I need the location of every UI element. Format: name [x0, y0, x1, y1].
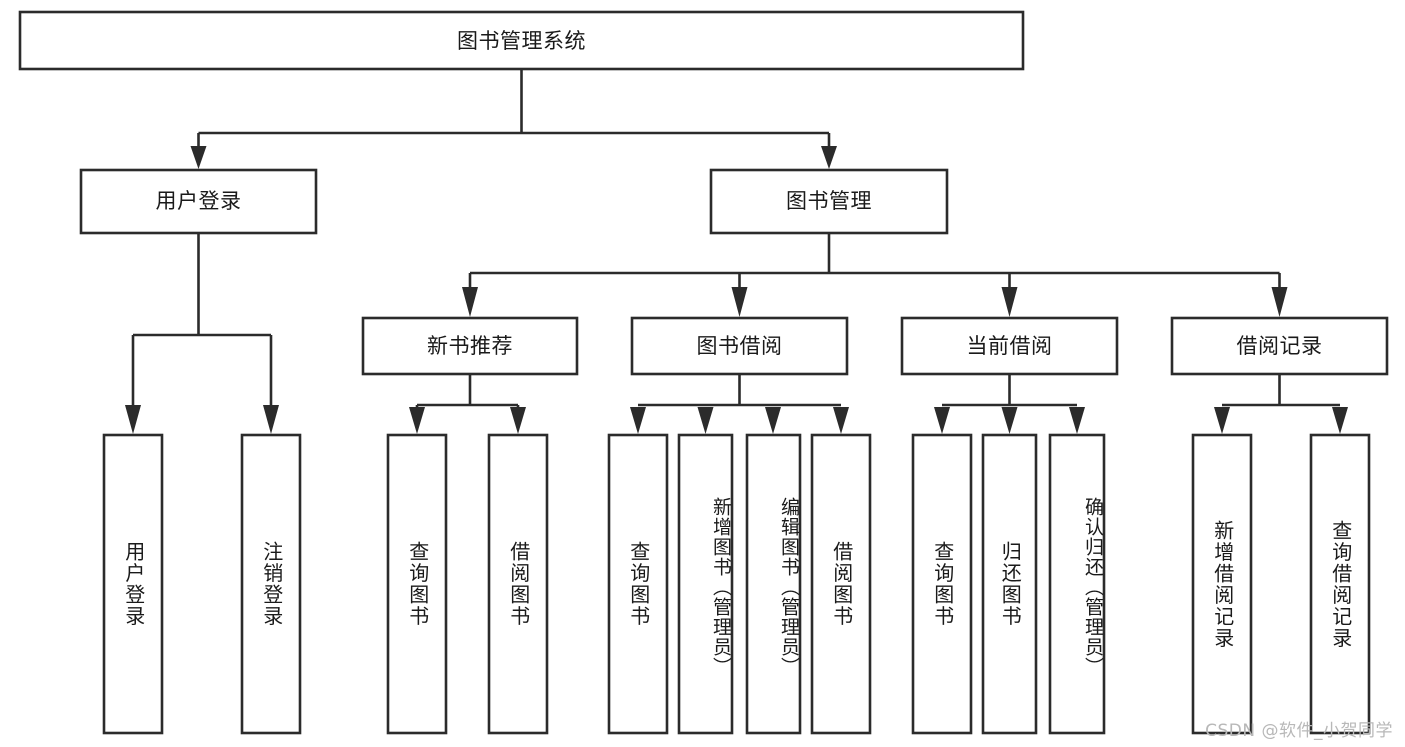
- arrowhead-new-book: [462, 287, 478, 317]
- node-leaf-confirm-return-box[interactable]: [1048, 433, 1106, 735]
- node-user-login-box[interactable]: [79, 168, 318, 235]
- csdn-watermark: CSDN @软件_小贺同学: [1205, 721, 1393, 741]
- node-leaf-query-book-1-box[interactable]: [386, 433, 448, 735]
- node-leaf-add-book-box[interactable]: [677, 433, 734, 735]
- connector-group-root: [190, 69, 837, 169]
- connector-group-new-book-recommend: [409, 374, 526, 434]
- node-leaf-user-login-box[interactable]: [102, 433, 164, 735]
- node-leaf-logout-box[interactable]: [240, 433, 302, 735]
- arrowhead-borrow-record: [1271, 287, 1288, 317]
- connector-group-borrow-record: [1214, 374, 1348, 434]
- arrowhead-leaf-add-book: [697, 407, 714, 434]
- arrowhead-leaf-borrow-book-1: [510, 407, 526, 434]
- node-current-borrow-label: 当前借阅: [967, 334, 1053, 358]
- arrowhead-leaf-borrow-book-2: [833, 407, 849, 434]
- node-leaf-return-book-box[interactable]: [981, 433, 1038, 735]
- arrowhead-leaf-return-book: [1001, 407, 1018, 434]
- node-user-login-label: 用户登录: [156, 189, 242, 213]
- node-new-book-recommend-label: 新书推荐: [427, 334, 513, 358]
- connector-group-current-borrow: [934, 374, 1085, 434]
- node-leaf-borrow-book-1-box[interactable]: [487, 433, 549, 735]
- node-book-manage-label: 图书管理: [786, 189, 872, 213]
- node-leaf-edit-book-box[interactable]: [745, 433, 802, 735]
- arrowhead-leaf-logout: [263, 405, 279, 434]
- arrowhead-leaf-query-book-2: [630, 407, 646, 434]
- arrowhead-leaf-query-book-3: [934, 407, 950, 434]
- node-leaf-query-book-3-box[interactable]: [911, 433, 973, 735]
- node-root-label: 图书管理系统: [457, 29, 586, 53]
- connector-group-book-borrow: [630, 374, 849, 434]
- node-book-borrow-box[interactable]: [630, 316, 849, 376]
- arrowhead-leaf-query-record: [1332, 407, 1348, 434]
- node-book-borrow-label: 图书借阅: [697, 334, 783, 358]
- node-leaf-query-book-2-box[interactable]: [607, 433, 669, 735]
- arrowhead-current-borrow: [1001, 287, 1018, 317]
- node-leaf-query-record-box[interactable]: [1309, 433, 1371, 735]
- arrowhead-book-manage: [821, 146, 837, 169]
- node-leaf-borrow-book-2-box[interactable]: [810, 433, 872, 735]
- arrowhead-book-borrow: [731, 287, 748, 317]
- node-new-book-recommend-box[interactable]: [361, 316, 579, 376]
- node-book-manage-box[interactable]: [709, 168, 949, 235]
- arrowhead-leaf-edit-book: [765, 407, 781, 434]
- node-root-box[interactable]: [18, 10, 1025, 71]
- node-borrow-record-box[interactable]: [1170, 316, 1389, 376]
- node-borrow-record-label: 借阅记录: [1237, 334, 1323, 358]
- connector-group-book-manage: [462, 233, 1288, 317]
- connector-group-user-login: [125, 233, 279, 434]
- node-current-borrow-box[interactable]: [900, 316, 1119, 376]
- arrowhead-leaf-user-login: [125, 405, 141, 434]
- arrowhead-user-login: [190, 146, 207, 169]
- node-leaf-add-record-box[interactable]: [1191, 433, 1253, 735]
- arrowhead-leaf-add-record: [1214, 407, 1230, 434]
- arrowhead-leaf-confirm-return: [1069, 407, 1085, 434]
- arrowhead-leaf-query-book-1: [409, 407, 425, 434]
